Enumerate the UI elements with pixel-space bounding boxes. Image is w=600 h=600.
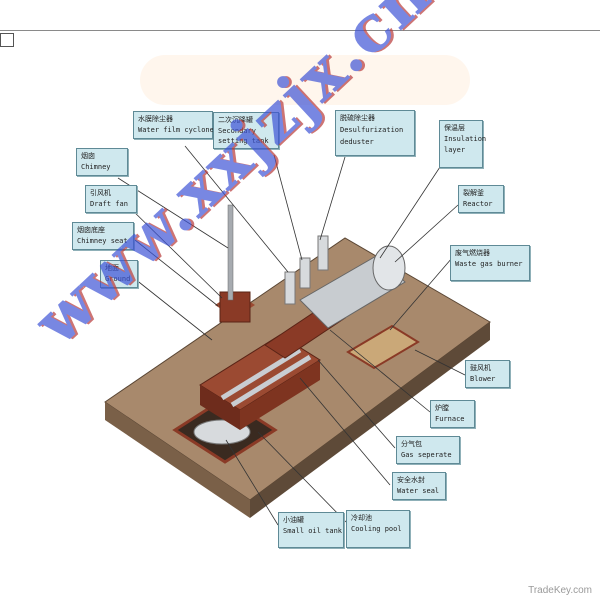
gas-seperate-zh: 分气包 <box>401 440 422 448</box>
chimney-stack-base <box>219 291 251 323</box>
label-desulfurization-deduster: 脱硫除尘器 Desulfurization deduster <box>335 110 415 156</box>
brick-block-side <box>240 360 320 430</box>
water-seal-zh: 安全水封 <box>397 476 425 484</box>
label-chimney-seat: 烟囱底座 Chimney seat <box>72 222 134 250</box>
corner-square <box>0 33 14 47</box>
leader-lines <box>117 145 466 526</box>
label-ground: 地面 Ground <box>100 260 138 288</box>
chimney-seat-en: Chimney seat <box>77 237 128 245</box>
condenser-pipe-1 <box>220 347 302 401</box>
waste-gas-burner-en: Waste gas burner <box>455 260 523 268</box>
furnace-en: Furnace <box>435 415 465 423</box>
furnace-zh: 炉膛 <box>435 404 449 412</box>
source-watermark: TradeKey.com <box>528 585 592 596</box>
ground-slab-front <box>105 402 250 518</box>
label-water-film-cyclone: 水膜除尘器 Water film cyclone <box>133 111 214 139</box>
insulation-layer-en: Insulation layer <box>444 135 487 154</box>
small-oil-tank-en: Small oil tank <box>283 527 343 535</box>
waste-gas-burner-zh: 废气燃烧器 <box>455 249 490 257</box>
label-draft-fan: 引风机 Draft fan <box>85 185 137 213</box>
cooling-pool-en: Cooling pool <box>351 525 402 533</box>
cyclone-tank <box>284 271 296 305</box>
gas-seperate-en: Gas seperate <box>401 451 452 459</box>
insulation-layer-zh: 保温层 <box>444 124 465 132</box>
deduster-tank <box>317 235 329 271</box>
draft-fan-en: Draft fan <box>90 200 128 208</box>
label-gas-seperate: 分气包 Gas seperate <box>396 436 460 464</box>
label-insulation-layer: 保温层 Insulation layer <box>439 120 487 168</box>
chimney-seat-zh: 烟囱底座 <box>77 226 105 234</box>
chimney-en: Chimney <box>81 163 111 171</box>
label-blower: 鼓风机 Blower <box>465 360 510 388</box>
label-small-oil-tank: 小油罐 Small oil tank <box>278 512 344 548</box>
water-film-cyclone-zh: 水膜除尘器 <box>138 115 173 123</box>
ground-zh: 地面 <box>105 264 119 272</box>
blower-en: Blower <box>470 375 496 383</box>
secondary-setting-tank-en: Secondary setting tank <box>218 127 269 145</box>
desulfurization-deduster-zh: 脱硫除尘器 <box>340 114 375 122</box>
burner-pit <box>346 324 420 370</box>
ground-en: Ground <box>105 275 131 283</box>
chimney-stack <box>227 204 234 301</box>
label-furnace: 炉膛 Furnace <box>430 400 475 428</box>
brick-block-front <box>200 385 240 430</box>
water-film-cyclone-en: Water film cyclone <box>138 126 214 134</box>
cooling-pool-zh: 冷却池 <box>351 514 372 522</box>
chimney-zh: 烟囱 <box>81 152 95 160</box>
desulfurization-deduster-en: Desulfurization deduster <box>340 126 404 146</box>
faded-header-area <box>140 55 470 105</box>
label-waste-gas-burner: 废气燃烧器 Waste gas burner <box>450 245 530 281</box>
label-secondary-setting-tank: 二次沉降罐 Secondary setting tank <box>213 112 279 149</box>
reactor-en: Reactor <box>463 200 493 208</box>
blower-zh: 鼓风机 <box>470 364 491 372</box>
label-reactor: 裂解釜 Reactor <box>458 185 504 213</box>
draft-fan-zh: 引风机 <box>90 189 111 197</box>
top-border-line <box>0 30 600 31</box>
label-water-seal: 安全水封 Water seal <box>392 472 446 500</box>
label-cooling-pool: 冷却池 Cooling pool <box>346 510 410 548</box>
small-oil-tank-zh: 小油罐 <box>283 516 304 524</box>
water-seal-en: Water seal <box>397 487 440 495</box>
secondary-setting-tank-zh: 二次沉降罐 <box>218 116 253 124</box>
condenser-pipe-2 <box>230 354 312 408</box>
label-chimney: 烟囱 Chimney <box>76 148 128 176</box>
reactor-zh: 裂解釜 <box>463 189 484 197</box>
secondary-tank <box>299 257 311 289</box>
